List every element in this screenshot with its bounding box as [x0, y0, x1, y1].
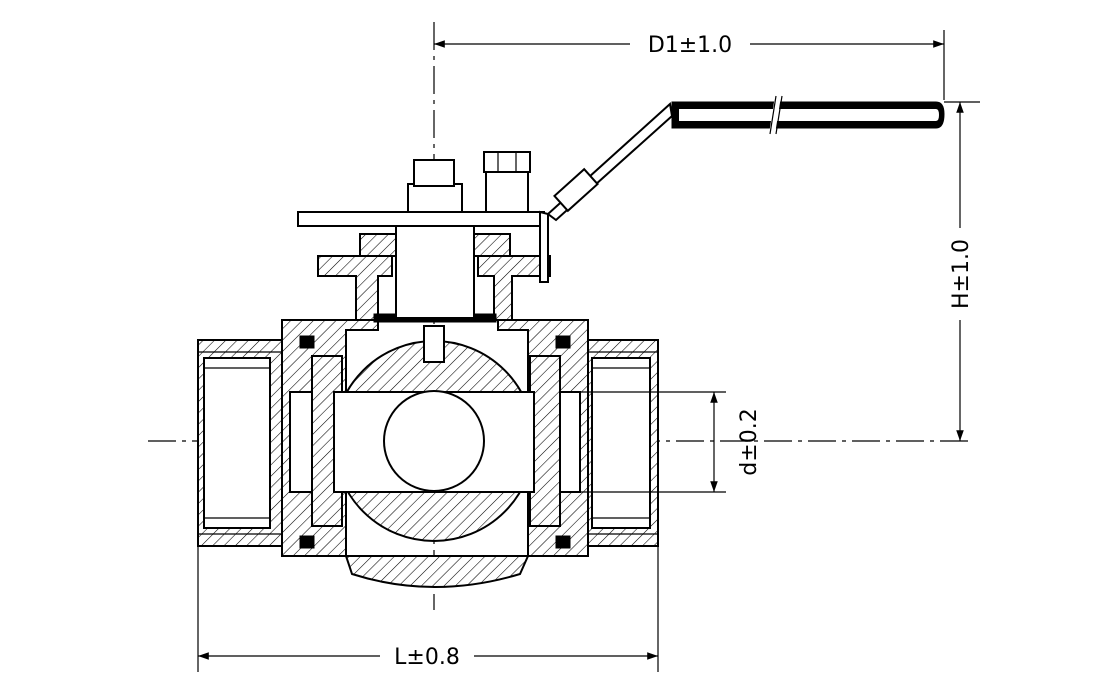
right-end-connector — [585, 339, 659, 547]
handle-plate — [297, 211, 545, 227]
stop-pin — [483, 151, 531, 213]
dimension-small-d: d±0.2 — [560, 391, 762, 493]
dimension-l: L±0.8 — [197, 546, 659, 672]
dimension-d1-label: D1±1.0 — [648, 33, 732, 58]
valve-stem — [395, 159, 475, 363]
handle-lever — [539, 95, 945, 283]
dimension-h-label: H±1.0 — [949, 239, 974, 309]
dimension-d1: D1±1.0 — [434, 30, 945, 100]
dimension-l-label: L±0.8 — [394, 645, 460, 670]
dimension-h: H±1.0 — [944, 101, 980, 441]
dimension-small-d-label: d±0.2 — [737, 408, 762, 475]
left-end-connector — [197, 339, 283, 547]
valve-ball — [333, 325, 535, 542]
